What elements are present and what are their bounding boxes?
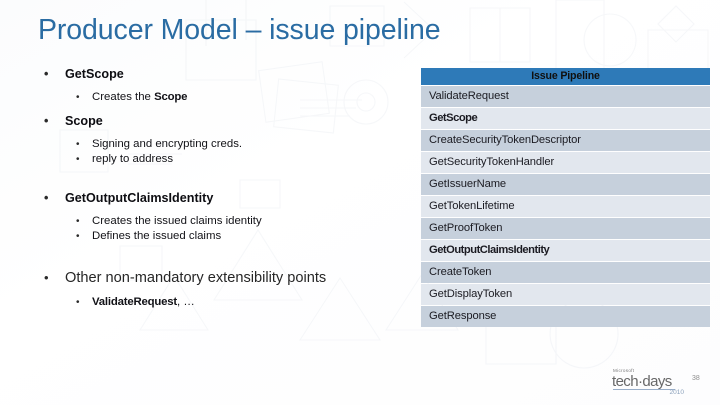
bullet-marker-icon: • [44, 269, 49, 285]
bullet-level2-creates-issued-claims-identity: • Creates the issued claims identity [34, 214, 409, 230]
table-row: GetTokenLifetime [421, 196, 710, 217]
bullet-level2-reply-to-address: • reply to address [34, 152, 409, 168]
pipeline-table-rows: ValidateRequest GetScope CreateSecurityT… [421, 86, 710, 328]
slide-title: Producer Model – issue pipeline [38, 14, 441, 46]
bullet-marker-icon: • [44, 190, 49, 205]
table-row: GetResponse [421, 306, 710, 327]
table-row: GetIssuerName [421, 174, 710, 195]
bullet-level2-creates-scope: • Creates the Scope [34, 90, 409, 106]
bullet-list: • GetScope • Creates the Scope • Scope •… [34, 66, 409, 310]
spacer [34, 106, 409, 113]
bullet-level1-label: Other non-mandatory extensibility points [65, 269, 327, 286]
table-row: ValidateRequest [421, 86, 710, 107]
table-row: GetProofToken [421, 218, 710, 239]
table-row: CreateSecurityTokenDescriptor [421, 130, 710, 151]
bullet-level1-scope: • Scope [34, 113, 409, 129]
sub-bullet-text: Signing and encrypting creds. [92, 137, 243, 150]
table-row: CreateToken [421, 262, 710, 283]
sub-bullet-code: ValidateRequest [92, 295, 177, 308]
sub-bullet-text: Creates the issued claims identity [92, 214, 262, 227]
table-row: GetDisplayToken [421, 284, 710, 305]
bullet-marker-icon: • [44, 67, 49, 81]
table-row: GetOutputClaimsIdentity [421, 240, 710, 261]
sub-bullet-text: Defines the issued claims [92, 230, 222, 242]
sub-bullet-suffix: , … [177, 295, 195, 308]
table-row: GetSecurityTokenHandler [421, 152, 710, 173]
sub-bullet-code: Scope [154, 91, 188, 103]
logo-name-text: tech·days [612, 373, 672, 390]
sub-bullet-marker-icon: • [76, 92, 80, 103]
pipeline-table-header: Issue Pipeline [421, 68, 710, 85]
sub-bullet-text: Creates the [92, 91, 155, 103]
spacer [34, 207, 409, 214]
bullet-level2-defines-issued-claims: • Defines the issued claims [34, 229, 409, 245]
logo-year-text: 2010 [669, 389, 684, 396]
bullet-level2-signing-creds: • Signing and encrypting creds. [34, 137, 409, 153]
logo-divider [613, 389, 675, 390]
bullet-level2-validaterequest: • ValidateRequest, … [34, 295, 409, 311]
sub-bullet-marker-icon: • [76, 154, 80, 165]
sub-bullet-text: reply to address [92, 153, 174, 165]
bullet-marker-icon: • [44, 113, 49, 128]
sub-bullet-marker-icon: • [76, 215, 80, 227]
table-row: GetScope [421, 108, 710, 129]
bullet-level1-label: GetOutputClaimsIdentity [65, 190, 214, 205]
spacer [34, 288, 409, 295]
slide-page-number: 38 [692, 375, 700, 382]
sub-bullet-marker-icon: • [76, 231, 80, 242]
sub-bullet-marker-icon: • [76, 296, 80, 308]
bullet-level1-label: Scope [65, 113, 103, 128]
techdays-logo: Microsoft tech·days 2010 [612, 368, 692, 396]
bullet-level1-getoutputclaimsidentity: • GetOutputClaimsIdentity [34, 190, 409, 206]
sub-bullet-marker-icon: • [76, 138, 80, 150]
spacer [34, 130, 409, 137]
bullet-level1-label: GetScope [65, 67, 124, 81]
spacer [34, 168, 409, 190]
spacer [34, 245, 409, 269]
logo-brand-text: Microsoft [613, 368, 635, 373]
spacer [34, 83, 409, 90]
bullet-level1-other-extensibility-points: • Other non-mandatory extensibility poin… [34, 269, 409, 287]
bullet-level1-getscope: • GetScope [34, 66, 409, 82]
